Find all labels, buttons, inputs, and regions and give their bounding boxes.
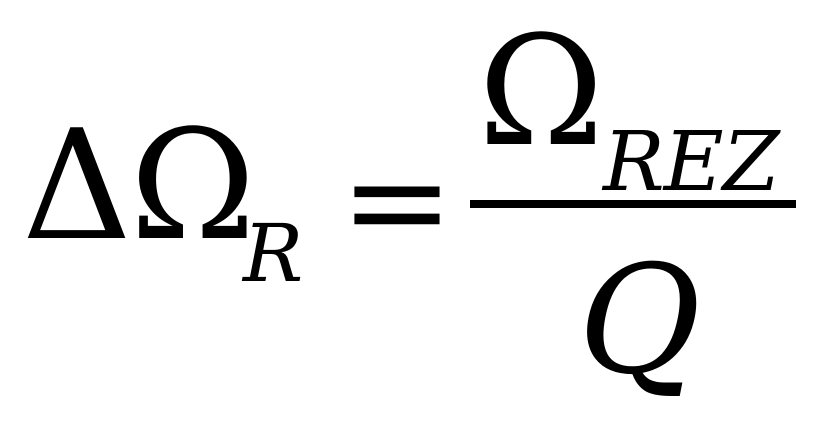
fraction-bar xyxy=(470,200,796,208)
numerator-subscript: REZ xyxy=(603,115,780,210)
numerator-omega: Ω xyxy=(478,3,605,180)
lhs-delta-omega: ΔΩ xyxy=(22,97,256,274)
lhs-subscript: R xyxy=(243,207,304,300)
equals-sign: = xyxy=(340,123,454,281)
denominator: Q xyxy=(578,234,701,408)
